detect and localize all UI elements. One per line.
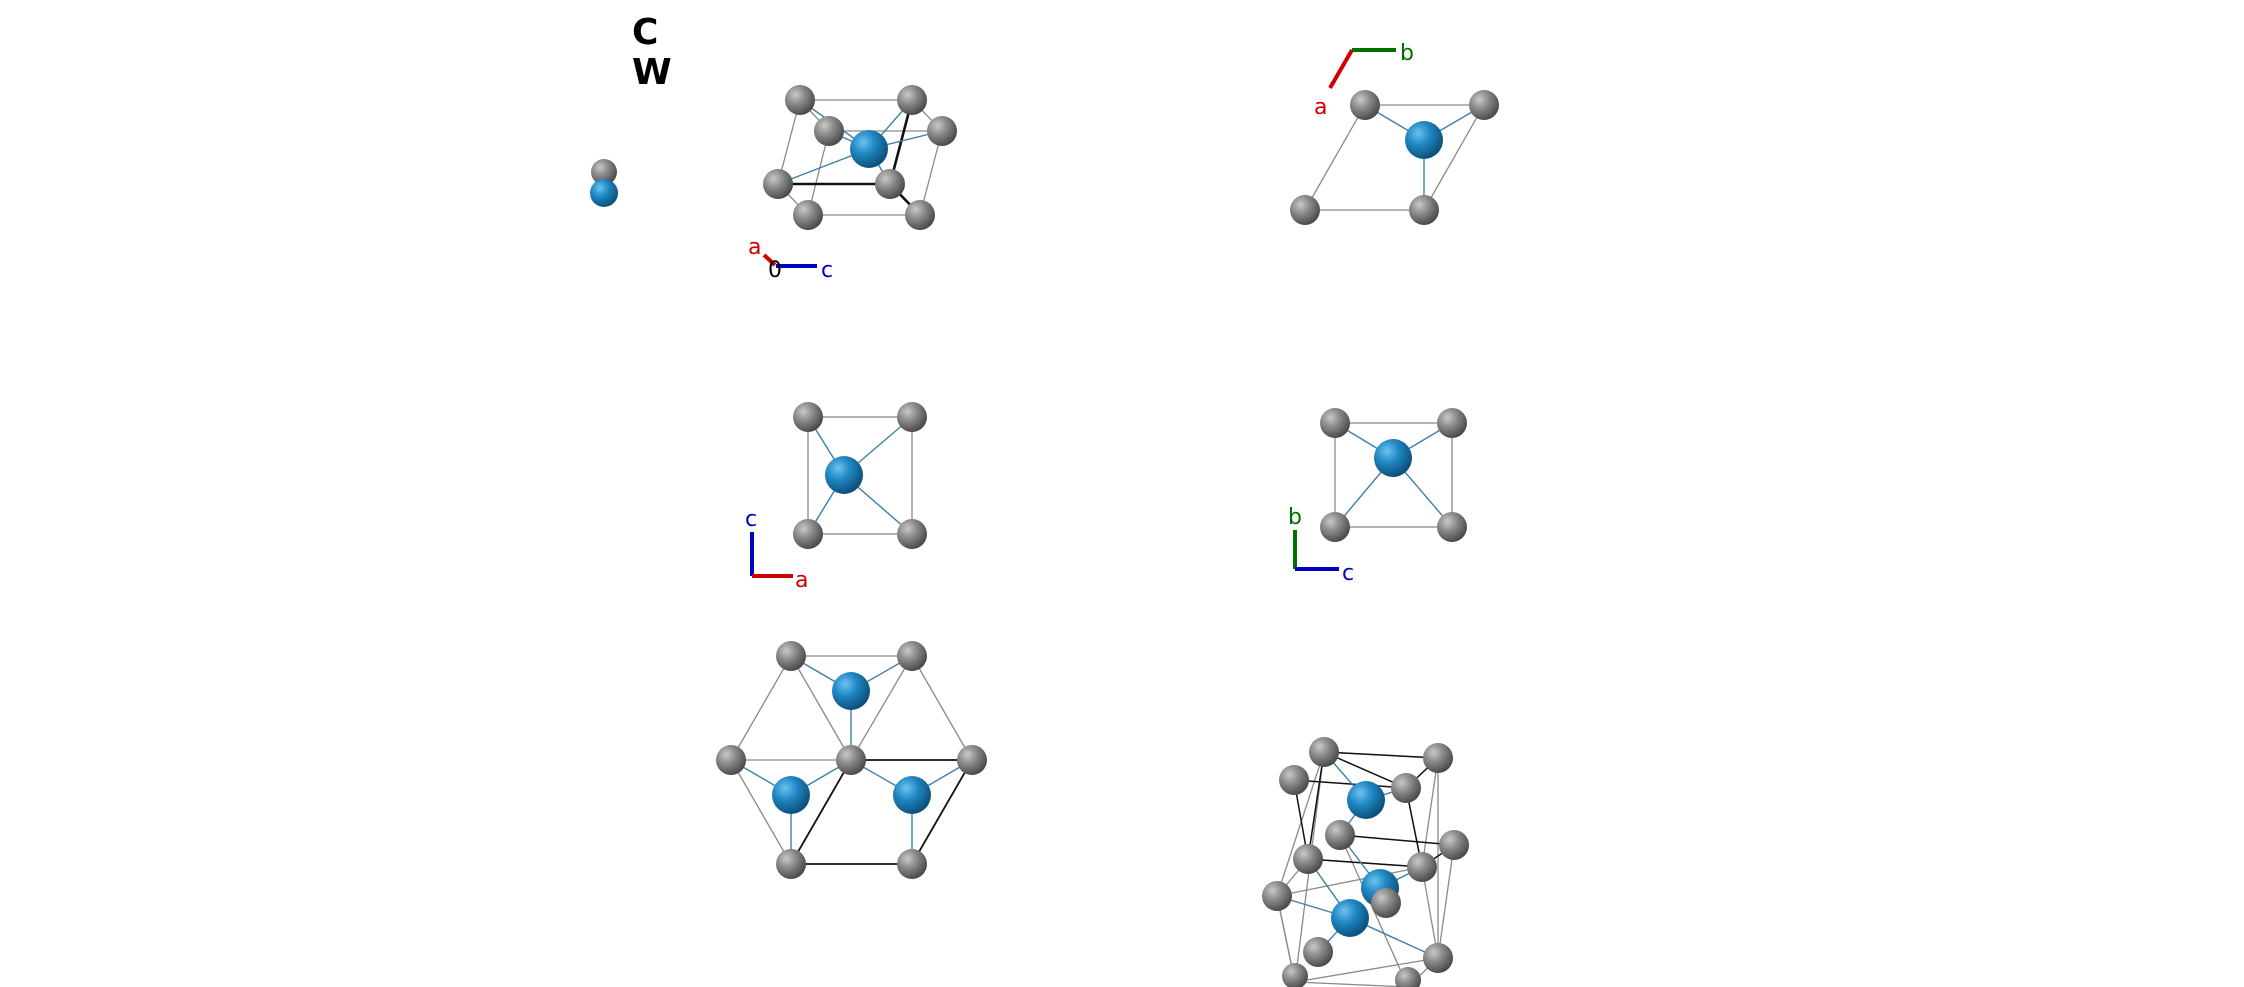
- c-atom: [776, 849, 806, 879]
- axis-label-a: a: [795, 568, 808, 593]
- axis-indicator: a 0 c: [748, 235, 833, 283]
- c-atom: [776, 641, 806, 671]
- legend-label-w: W: [632, 52, 672, 93]
- c-atom: [1290, 195, 1320, 225]
- axis-label-a: a: [748, 235, 761, 260]
- c-atom: [1437, 408, 1467, 438]
- c-atom: [763, 169, 793, 199]
- unit-cell-edges: [730, 655, 973, 865]
- c-atom: [716, 745, 746, 775]
- c-atom: [905, 200, 935, 230]
- view-supercell-along-c: [716, 641, 987, 879]
- c-atom: [1391, 773, 1421, 803]
- w-atom: [825, 456, 863, 494]
- view-along-b: c a: [745, 402, 927, 593]
- axis-origin-label: 0: [768, 258, 782, 283]
- axis-indicator: c a: [745, 507, 808, 593]
- legend-w-atom: [590, 179, 618, 207]
- c-atom: [1293, 844, 1323, 874]
- c-atom: [897, 85, 927, 115]
- w-atom: [832, 672, 870, 710]
- w-atom: [893, 776, 931, 814]
- atoms: [793, 402, 927, 549]
- unit-cell-edges: [1334, 422, 1453, 528]
- c-atom: [836, 745, 866, 775]
- c-atom: [1469, 90, 1499, 120]
- c-atom: [957, 745, 987, 775]
- c-atom: [927, 116, 957, 146]
- c-atom: [1407, 852, 1437, 882]
- c-atom: [1309, 737, 1339, 767]
- unit-cell-edges: [807, 416, 913, 535]
- axis-label-b: b: [1288, 505, 1302, 530]
- w-atom: [1374, 439, 1412, 477]
- c-atom: [1437, 512, 1467, 542]
- axis-label-c: c: [821, 258, 833, 283]
- view-supercell-perspective: [1262, 737, 1469, 987]
- c-atom: [1303, 937, 1333, 967]
- c-atom: [1262, 881, 1292, 911]
- w-atom: [1405, 121, 1443, 159]
- atoms: [716, 641, 987, 879]
- legend-label-c: C: [632, 12, 658, 53]
- c-atom: [793, 519, 823, 549]
- c-atom: [785, 85, 815, 115]
- c-atom: [897, 849, 927, 879]
- axis-label-c: c: [745, 507, 757, 532]
- c-atom: [814, 116, 844, 146]
- axis-label-b: b: [1400, 41, 1414, 66]
- c-atom: [1395, 967, 1421, 987]
- c-atom: [875, 169, 905, 199]
- view-along-c: a b: [1290, 41, 1499, 225]
- c-atom: [1409, 195, 1439, 225]
- element-legend: C W: [590, 12, 672, 207]
- view-perspective: a 0 c: [748, 85, 957, 283]
- c-atom: [1320, 512, 1350, 542]
- w-atom: [850, 130, 888, 168]
- c-atom: [897, 402, 927, 432]
- view-along-a: b c: [1288, 408, 1467, 586]
- c-atom: [1371, 888, 1401, 918]
- legend-c-atom: [591, 159, 617, 185]
- c-atom: [1279, 765, 1309, 795]
- c-atom: [1350, 90, 1380, 120]
- atoms: [1290, 90, 1499, 225]
- axis-label-c: c: [1342, 561, 1354, 586]
- axis-label-a: a: [1314, 95, 1327, 120]
- w-atom: [1347, 781, 1385, 819]
- c-atom: [897, 641, 927, 671]
- c-atom: [793, 402, 823, 432]
- c-atom: [897, 519, 927, 549]
- w-atom: [772, 776, 810, 814]
- w-atom: [1331, 899, 1369, 937]
- c-atom: [1423, 743, 1453, 773]
- atoms: [763, 85, 957, 230]
- c-atom: [1325, 820, 1355, 850]
- c-atom: [793, 200, 823, 230]
- atoms: [1320, 408, 1467, 542]
- c-atom: [1282, 963, 1308, 987]
- c-atom: [1320, 408, 1350, 438]
- c-atom: [1423, 943, 1453, 973]
- c-atom: [1439, 830, 1469, 860]
- axis-indicator: b c: [1288, 505, 1354, 586]
- axis-indicator: a b: [1314, 41, 1414, 120]
- atoms: [1262, 737, 1469, 987]
